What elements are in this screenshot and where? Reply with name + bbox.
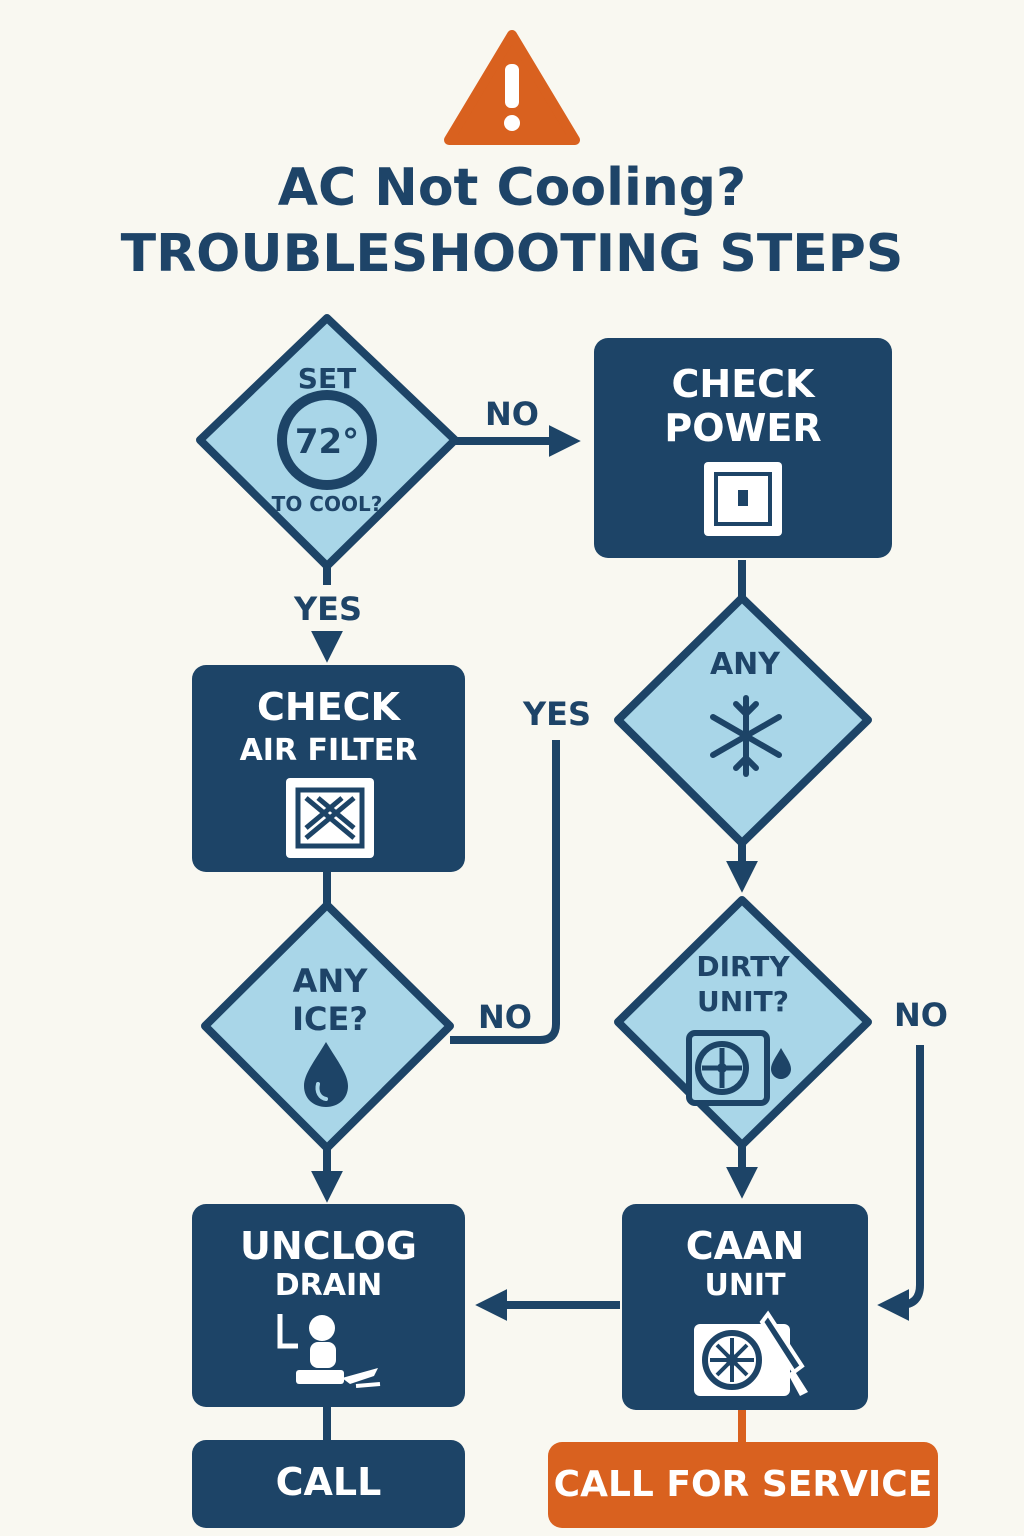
diamond-any-ice xyxy=(201,901,454,1152)
unclog-line2: DRAIN xyxy=(274,1268,383,1303)
edge-label-yes-ice: YES xyxy=(522,695,592,733)
unclog-line1: UNCLOG xyxy=(240,1224,417,1268)
ac-unit-brush-icon xyxy=(694,1310,808,1396)
any-ice-line2: ICE? xyxy=(292,1000,368,1038)
check-power-line1: CHECK xyxy=(671,362,815,406)
power-outlet-icon xyxy=(704,462,782,536)
any-frost-label: ANY xyxy=(709,647,781,682)
edge-dirty-no-route xyxy=(877,1045,924,1321)
plumber-icon xyxy=(277,1314,381,1388)
set-label: SET xyxy=(297,362,357,395)
unclog-drain-box: UNCLOG DRAIN xyxy=(192,1204,465,1407)
check-power-box: CHECK POWER xyxy=(594,338,892,558)
clean-unit-line2: UNIT xyxy=(704,1268,786,1303)
check-air-filter-box: CHECK AIR FILTER xyxy=(192,665,465,872)
edge-label-no-dirty: NO xyxy=(894,996,948,1034)
check-filter-line1: CHECK xyxy=(257,685,400,729)
call-box: CALL xyxy=(192,1440,465,1528)
call-for-service-box: CALL FOR SERVICE xyxy=(548,1442,938,1528)
to-cool-label: TO COOL? xyxy=(271,492,383,516)
thermostat-value: 72° xyxy=(294,422,360,462)
air-filter-icon xyxy=(286,778,374,858)
edge-label-no-ice: NO xyxy=(478,998,532,1036)
call-label: CALL xyxy=(275,1460,382,1504)
edge-ice-no-route xyxy=(450,740,560,1044)
water-drop-icon xyxy=(304,1042,348,1107)
check-filter-line2: AIR FILTER xyxy=(239,733,418,768)
page-title: AC Not Cooling? xyxy=(277,158,747,218)
diamond-any-frost xyxy=(614,594,872,847)
any-ice-line1: ANY xyxy=(292,962,368,1000)
edge-label-no-power: NO xyxy=(485,395,539,433)
snowflake-icon xyxy=(710,695,782,777)
warning-triangle-icon xyxy=(444,30,580,145)
diamond-dirty-unit xyxy=(614,896,872,1149)
check-power-line2: POWER xyxy=(664,406,822,450)
page-subtitle: TROUBLESHOOTING STEPS xyxy=(120,224,904,284)
clean-unit-box: CAAN UNIT xyxy=(622,1204,868,1410)
ac-unit-icon xyxy=(686,1030,791,1106)
connectors xyxy=(311,425,924,1440)
edge-label-yes-filter: YES xyxy=(293,590,363,628)
dirty-unit-line1: DIRTY xyxy=(696,950,790,983)
diamond-set-to-cool xyxy=(196,314,459,570)
clean-unit-line1: CAAN xyxy=(685,1224,805,1268)
dirty-unit-line2: UNIT? xyxy=(697,985,789,1018)
